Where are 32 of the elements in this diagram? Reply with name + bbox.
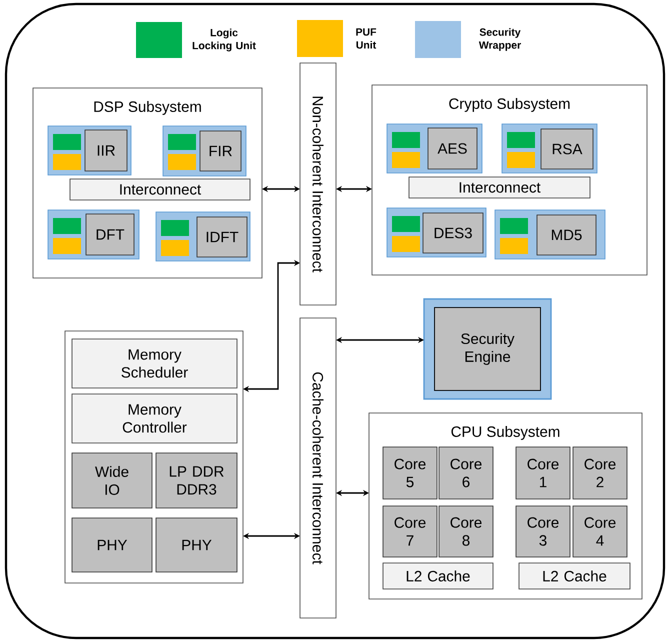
hardware-block: MD5 (536, 214, 596, 256)
hardware-block: PHY (156, 518, 238, 572)
security-engine-box: Security Engine (423, 298, 552, 400)
hardware-block: Core 5 (382, 446, 438, 500)
hardware-block: Core 3 (516, 506, 570, 558)
hardware-block: DFT (86, 214, 134, 256)
hardware-block: Core 4 (572, 506, 628, 558)
module-box: Interconnect (408, 176, 590, 198)
legend-label: PUF Unit (356, 28, 376, 49)
hardware-block: Core 1 (516, 446, 570, 500)
hardware-block: Core 2 (572, 446, 628, 500)
module-box: Memory Scheduler (72, 338, 238, 388)
module-box: L2 Cache (382, 562, 494, 590)
legend-label: Logic Locking Unit (192, 28, 256, 52)
hardware-block: AES (428, 128, 478, 170)
hardware-block: Core 8 (438, 506, 494, 558)
hardware-block: Wide IO (72, 452, 152, 508)
interconnect-bar: Non-coherent Interconnect (300, 62, 336, 306)
interconnect-bar: Cache-coherent Interconnect (300, 318, 336, 618)
hardware-block: IIR (84, 130, 128, 172)
hardware-block: RSA (540, 128, 594, 170)
module-box: Memory Controller (72, 394, 238, 444)
legend-label: Security Wrapper (478, 28, 521, 51)
module-box: Interconnect (70, 178, 250, 200)
hardware-block: LP DDR DDR3 (156, 452, 238, 508)
hardware-block: Core 6 (438, 446, 494, 500)
hardware-block: Core 7 (382, 506, 438, 558)
hardware-block: IDFT (196, 216, 248, 258)
hardware-block: FIR (200, 130, 242, 172)
hardware-block: DES3 (422, 212, 484, 254)
hardware-block: PHY (72, 518, 152, 572)
module-box: L2 Cache (518, 562, 630, 590)
